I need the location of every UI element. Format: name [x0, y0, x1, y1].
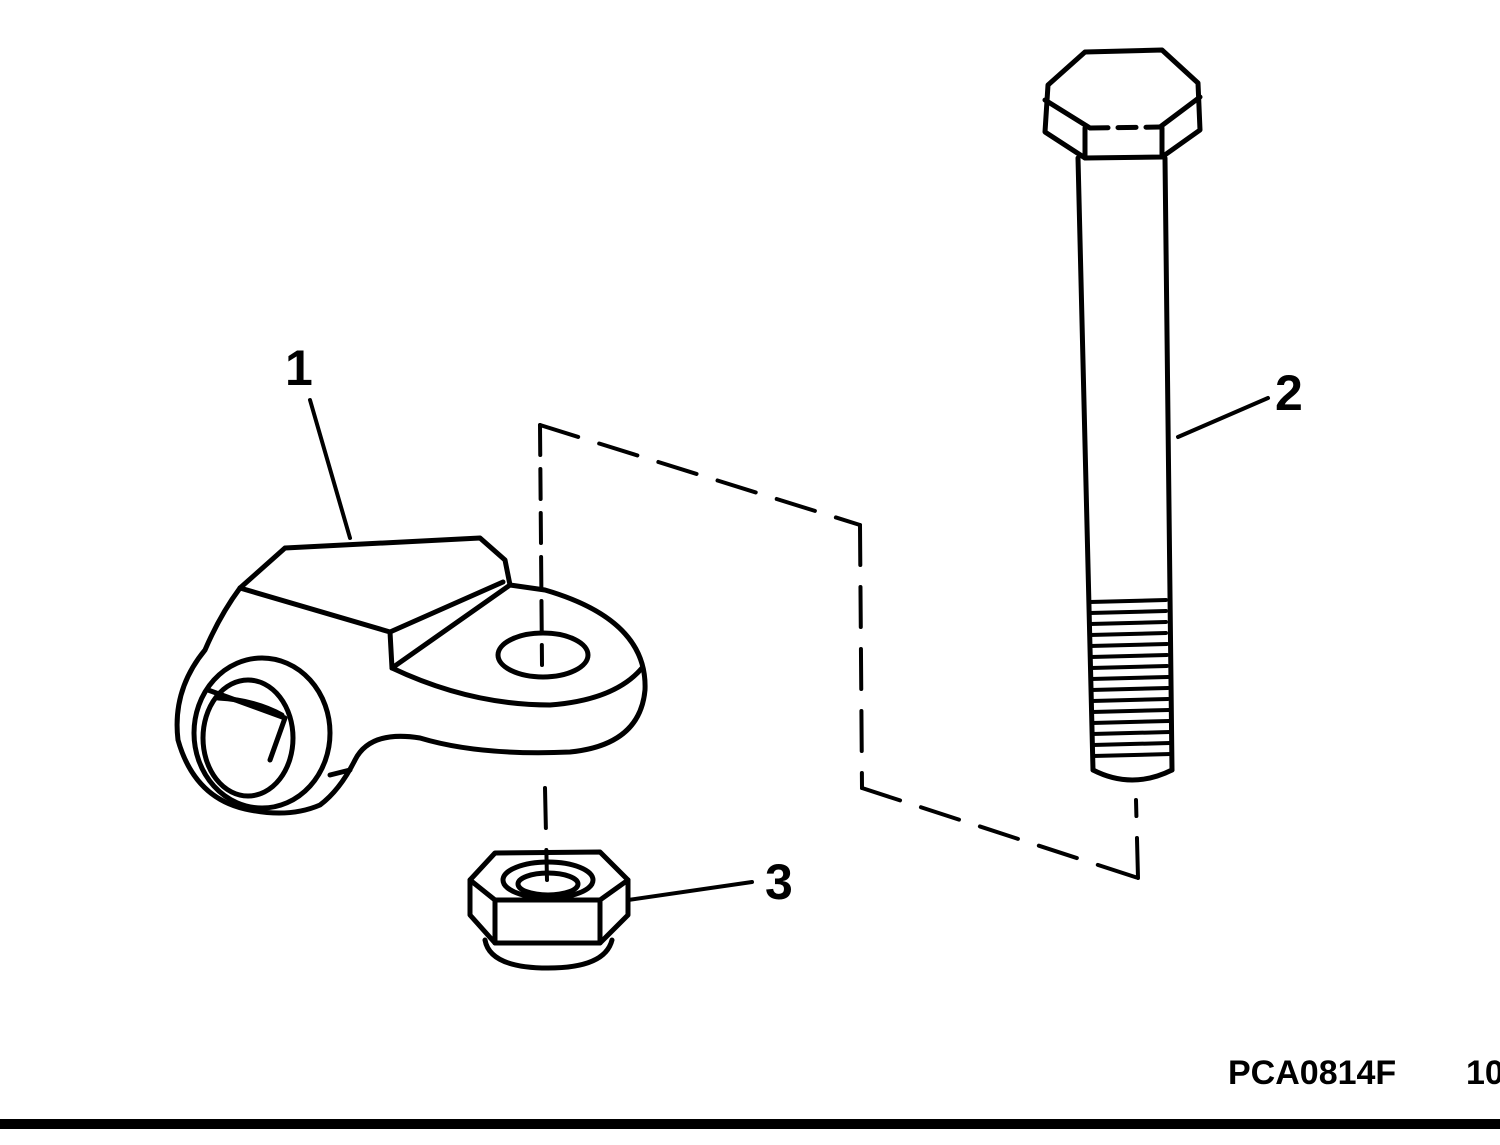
- leader-line-1: [308, 398, 352, 540]
- leader-line-2: [1176, 396, 1270, 439]
- assembly-path-lines: [538, 423, 1140, 882]
- callout-2: 2: [1275, 365, 1303, 421]
- bolt-part: [1042, 47, 1203, 783]
- leader-lines: [308, 396, 1270, 902]
- nut-part: [467, 849, 631, 971]
- bottom-rule: [0, 1119, 1500, 1129]
- page-number-fragment: 10: [1466, 1056, 1500, 1090]
- leader-line-3: [626, 880, 754, 902]
- callout-3: 3: [765, 854, 793, 910]
- callout-1: 1: [285, 340, 313, 396]
- bracket-part: [174, 535, 648, 816]
- figure-code: PCA0814F: [1228, 1054, 1397, 1092]
